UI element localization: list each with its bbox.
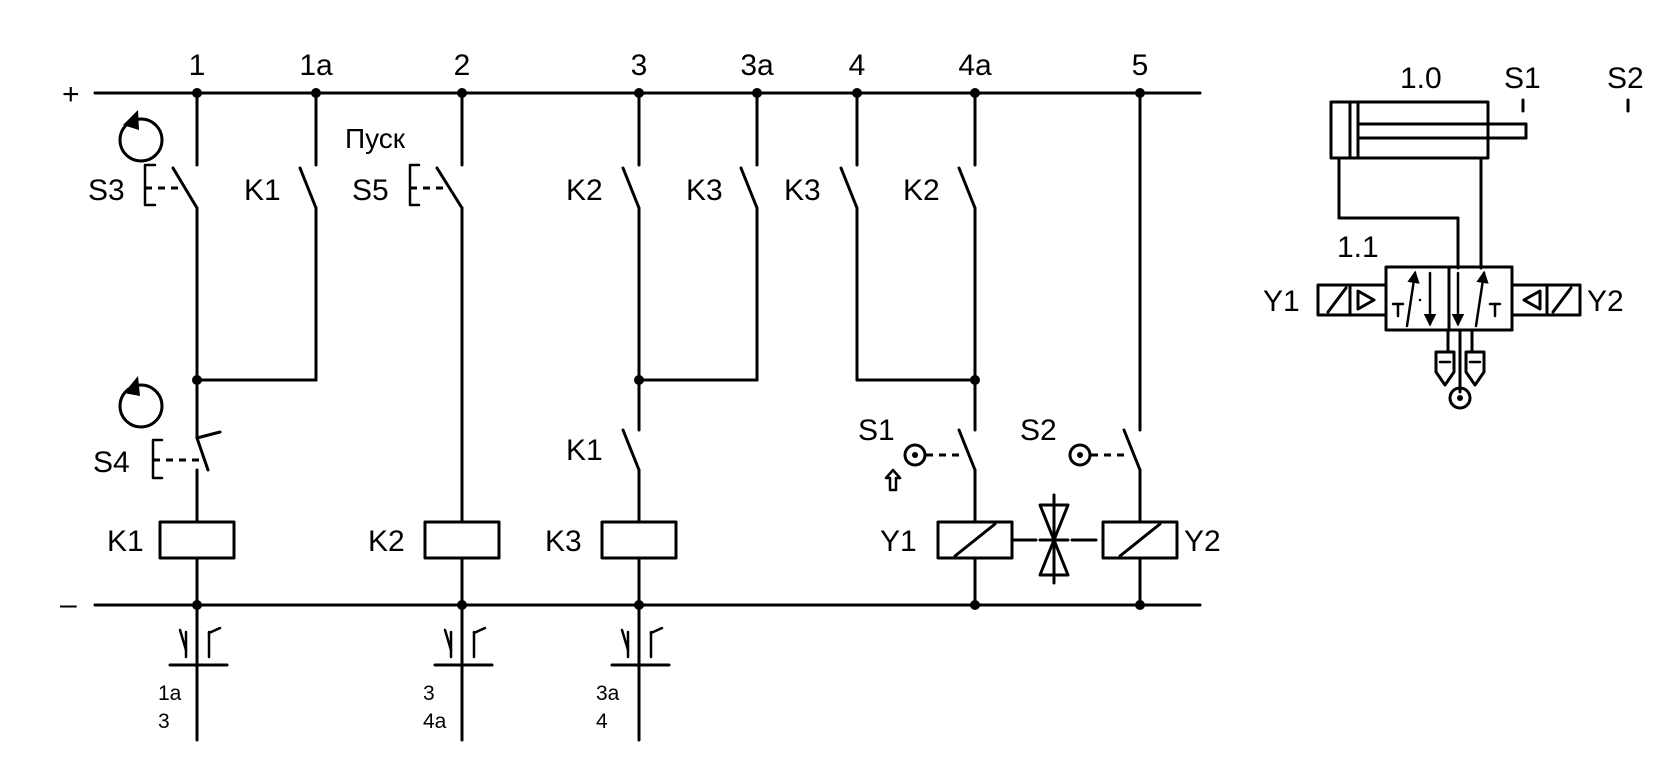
contact-table-row: 4 xyxy=(596,710,608,733)
k2-coil: K2 xyxy=(368,520,501,560)
pneumatic-lines xyxy=(1337,156,1483,270)
k3-contact-label: K3 xyxy=(784,174,821,207)
s1-limit-switch: S1 xyxy=(858,414,963,492)
suppressor-diodes xyxy=(1010,493,1098,585)
rung-2 xyxy=(435,88,467,610)
k2-contact-label: K2 xyxy=(566,174,603,207)
pneumatic-cylinder-1-0: 1.0 xyxy=(1329,62,1528,160)
k3-coil-label: K3 xyxy=(545,525,582,558)
valve-label: 1.1 xyxy=(1337,231,1379,264)
plus-rail: + xyxy=(62,78,1202,111)
k1-hold-label: K1 xyxy=(244,174,281,207)
contact-table-k3: 3a 4 xyxy=(596,603,671,742)
contact-table-row: 3 xyxy=(158,710,170,733)
column-number: 5 xyxy=(1132,49,1149,82)
start-label: Пуск xyxy=(345,123,406,154)
valve-exhaust-and-supply xyxy=(1434,328,1486,410)
contact-table-k1: 1a 3 xyxy=(158,603,229,742)
sensor-s2-label: S2 xyxy=(1607,62,1644,95)
column-number: 4a xyxy=(958,49,992,82)
k3-contact-label: K3 xyxy=(686,174,723,207)
column-number: 2 xyxy=(454,49,471,82)
column-number: 3a xyxy=(740,49,774,82)
contact-table-k2: 3 4a xyxy=(423,603,494,742)
y2-solenoid-coil: Y2 xyxy=(1101,520,1221,560)
rung-1 xyxy=(171,88,318,610)
k1-coil: K1 xyxy=(107,520,236,560)
cylinder-label: 1.0 xyxy=(1400,62,1442,95)
contact-table-row: 3 xyxy=(423,682,435,705)
k1-coil-label: K1 xyxy=(107,525,144,558)
s2-limit-switch: S2 xyxy=(1020,414,1128,467)
contact-table-row: 1a xyxy=(158,682,182,705)
s1-label: S1 xyxy=(858,414,895,447)
rung-3: K2 K3 K1 xyxy=(566,88,762,610)
s4-label: S4 xyxy=(93,446,130,479)
column-number: 1a xyxy=(299,49,333,82)
sensor-markers: S1 S2 xyxy=(1504,62,1644,113)
y2-coil-label: Y2 xyxy=(1184,525,1221,558)
s3-label: S3 xyxy=(88,174,125,207)
k2-contact-label: K2 xyxy=(903,174,940,207)
valve-solenoid-y2: Y2 xyxy=(1510,283,1624,318)
k1-contact-label: K1 xyxy=(566,434,603,467)
rung-5 xyxy=(1122,88,1145,610)
s5-label: S5 xyxy=(352,174,389,207)
k1-hold-contact: K1 xyxy=(244,88,321,382)
contact-table-row: 3a xyxy=(596,682,620,705)
column-number: 4 xyxy=(849,49,866,82)
s3-pushbutton: S3 xyxy=(88,110,185,207)
minus-rail: – xyxy=(60,588,1202,621)
contact-table-row: 4a xyxy=(423,710,447,733)
y1-solenoid-label: Y1 xyxy=(1263,285,1300,318)
s4-pushbutton: S4 xyxy=(93,376,222,480)
s5-start-pushbutton: Пуск S5 xyxy=(345,123,448,207)
column-numbers: 1 1a 2 3 3a 4 4a 5 xyxy=(189,49,1149,82)
y1-coil-label: Y1 xyxy=(880,525,917,558)
k3-coil: K3 xyxy=(545,520,678,560)
plus-rail-label: + xyxy=(62,78,80,111)
s2-label: S2 xyxy=(1020,414,1057,447)
rung-4: K3 K2 xyxy=(784,88,980,610)
column-number: 1 xyxy=(189,49,206,82)
k2-coil-label: K2 xyxy=(368,525,405,558)
column-number: 3 xyxy=(631,49,648,82)
minus-rail-label: – xyxy=(60,588,77,621)
y1-solenoid-coil: Y1 xyxy=(880,520,1014,560)
valve-solenoid-y1: Y1 xyxy=(1263,283,1388,318)
sensor-s1-label: S1 xyxy=(1504,62,1541,95)
y2-solenoid-label: Y2 xyxy=(1587,285,1624,318)
